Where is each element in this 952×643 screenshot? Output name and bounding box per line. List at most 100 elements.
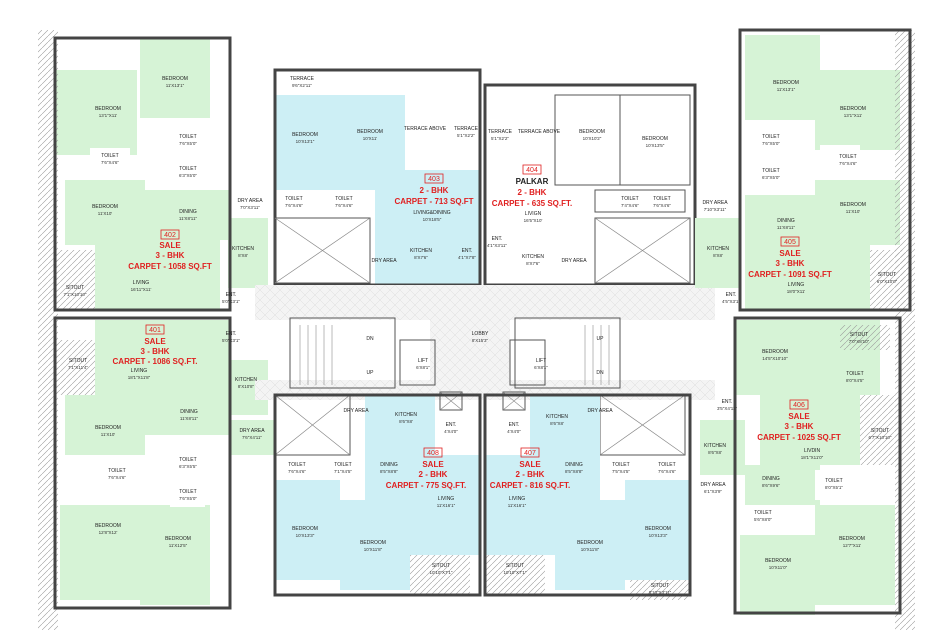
- room-name: BEDROOM: [773, 80, 799, 86]
- room-dim: 8'0"X5'1": [825, 485, 843, 490]
- stair-up-left: UP: [367, 370, 375, 376]
- room-name: DRY AREA: [343, 408, 369, 414]
- room-name: BEDROOM: [577, 540, 603, 546]
- room-dim: 4'1"X7'8": [458, 255, 476, 260]
- room-dim: 3'5"X4'11": [717, 406, 737, 411]
- room-dim: 12'7"X11': [843, 543, 862, 548]
- room-name: DRY AREA: [702, 200, 728, 206]
- room-dim: 10'X11'0": [769, 565, 788, 570]
- room-dim: 6'1"X3'9": [704, 489, 722, 494]
- room-name: DINING: [565, 462, 583, 468]
- room-name: BEDROOM: [839, 536, 865, 542]
- room-name: KITCHEN: [395, 412, 417, 418]
- room-dim: 7'6"X4'6": [335, 203, 353, 208]
- unit-403-callout[interactable]: 403 2 - BHK CARPET - 713 SQ.FT: [394, 173, 474, 206]
- unit-type: 3 - BHK: [776, 259, 805, 268]
- room-name: BEDROOM: [162, 76, 188, 82]
- room-dim: 5'0"X3'1": [222, 338, 240, 343]
- room-name: TOILET: [179, 134, 196, 140]
- room-dim: 11'X16'1": [508, 503, 527, 508]
- room-dim: 18'1"X11'8": [128, 375, 151, 380]
- unit-404-callout[interactable]: 404 PALKAR 2 - BHK CARPET - 635 SQ.FT.: [492, 164, 572, 208]
- room-name: KITCHEN: [232, 246, 254, 252]
- room-dim: 8'6"X9'6": [762, 483, 780, 488]
- room-name: BEDROOM: [645, 526, 671, 532]
- voids-north: [274, 217, 691, 284]
- room-name: TOILET: [612, 462, 629, 468]
- room-dim: 8'X15'3": [472, 338, 489, 343]
- room-name: KITCHEN: [235, 377, 257, 383]
- room-dim: 7'1"X11'4": [68, 365, 88, 370]
- unit-402-area: [38, 30, 268, 630]
- room-name: TOILET: [621, 196, 638, 202]
- room-name: KITCHEN: [704, 443, 726, 449]
- room-name: DINING: [762, 476, 780, 482]
- room-name: ENT.: [509, 422, 520, 428]
- room-name: LIVIGN: [525, 211, 542, 217]
- room-dim: 11'X10': [846, 209, 861, 214]
- room-name: BEDROOM: [95, 523, 121, 529]
- unit-carpet: CARPET - 775 SQ.FT.: [386, 481, 466, 490]
- room-dim: 5'6"X8'0": [754, 517, 772, 522]
- room-name: BEDROOM: [165, 536, 191, 542]
- room-name: LIVING: [509, 496, 526, 502]
- room-name: TOILET: [762, 168, 779, 174]
- room-name: BEDROOM: [357, 129, 383, 135]
- room-dim: 6'7"X10'10": [869, 435, 892, 440]
- room-dim: 10'X13'3": [649, 533, 668, 538]
- unit-status: SALE: [519, 460, 541, 469]
- room-dim: 7'6"X5'0": [762, 141, 780, 146]
- room-name: TOILET: [658, 462, 675, 468]
- room-dim: 9'6"X2'11": [292, 83, 312, 88]
- room-name: ENT.: [726, 292, 737, 298]
- unit-owner: PALKAR: [516, 177, 549, 186]
- room-dim: 18'0"X11': [787, 289, 806, 294]
- room-dim: 4'5"X3'1": [722, 299, 740, 304]
- unit-404-area: [483, 83, 697, 287]
- room-dim: 16'5"X10': [524, 218, 543, 223]
- room-dim: 10'X13'3": [296, 533, 315, 538]
- room-name: TOILET: [285, 196, 302, 202]
- stair-up-right: UP: [597, 336, 605, 342]
- room-dim: 11'X13'1": [166, 83, 185, 88]
- unit-carpet: CARPET - 1086 SQ.FT.: [113, 357, 198, 366]
- room-dim: 10'X18'5": [423, 217, 442, 222]
- unit-status: SALE: [159, 241, 181, 250]
- unit-carpet: CARPET - 1058 SQ.FT: [128, 262, 212, 271]
- room-dim: 11'X10': [101, 432, 116, 437]
- unit-402-callout[interactable]: 402 SALE 3 - BHK CARPET - 1058 SQ.FT: [128, 229, 212, 271]
- room-dim: 11'X8'11": [179, 216, 198, 221]
- room-dim: 11'X13'1": [777, 87, 796, 92]
- room-dim: 8'X8': [238, 253, 248, 258]
- room-dim: 8'10"X3'11": [649, 590, 672, 595]
- unit-401-callout[interactable]: 401 SALE 3 - BHK CARPET - 1086 SQ.FT.: [113, 324, 198, 366]
- room-dim: 7'1"X4'5": [334, 469, 352, 474]
- room-dim: 6'3"X5'5": [179, 464, 197, 469]
- room-dim: 4'1"X3'11": [487, 243, 507, 248]
- unit-status: SALE: [779, 249, 801, 258]
- unit-type: 3 - BHK: [785, 422, 814, 431]
- unit-405-callout[interactable]: 405 SALE 3 - BHK CARPET - 1091 SQ.FT: [748, 236, 832, 279]
- unit-406-callout[interactable]: 406 SALE 3 - BHK CARPET - 1025 SQ.FT: [757, 399, 841, 442]
- unit-407-callout[interactable]: 407 SALE 2 - BHK CARPET - 816 SQ.FT.: [490, 447, 570, 490]
- room-dim: 6'3"X5'0": [762, 175, 780, 180]
- room-dim: 7'6"X4'6": [653, 203, 671, 208]
- room-name: TERRACE ABOVE: [404, 126, 447, 132]
- room-name: SITOUT: [871, 428, 889, 434]
- room-dim: 11'X16'1": [437, 503, 456, 508]
- room-name: BEDROOM: [92, 204, 118, 210]
- room-name: TOILET: [839, 154, 856, 160]
- room-name: TOILET: [334, 462, 351, 468]
- room-name: BEDROOM: [765, 558, 791, 564]
- room-name: LOBBY: [472, 331, 489, 337]
- unit-401-area: [53, 316, 275, 610]
- room-dim: 7'6"X4'6": [101, 160, 119, 165]
- room-dim: 8'6"X8': [550, 421, 564, 426]
- unit-408-callout[interactable]: 408 SALE 2 - BHK CARPET - 775 SQ.FT.: [386, 447, 466, 490]
- room-name: TOILET: [179, 166, 196, 172]
- room-dim: 7'6"X5'0": [179, 141, 197, 146]
- room-name: BEDROOM: [95, 425, 121, 431]
- room-dim: 7'4"X4'6": [621, 203, 639, 208]
- room-dim: 6'X8'1": [416, 365, 430, 370]
